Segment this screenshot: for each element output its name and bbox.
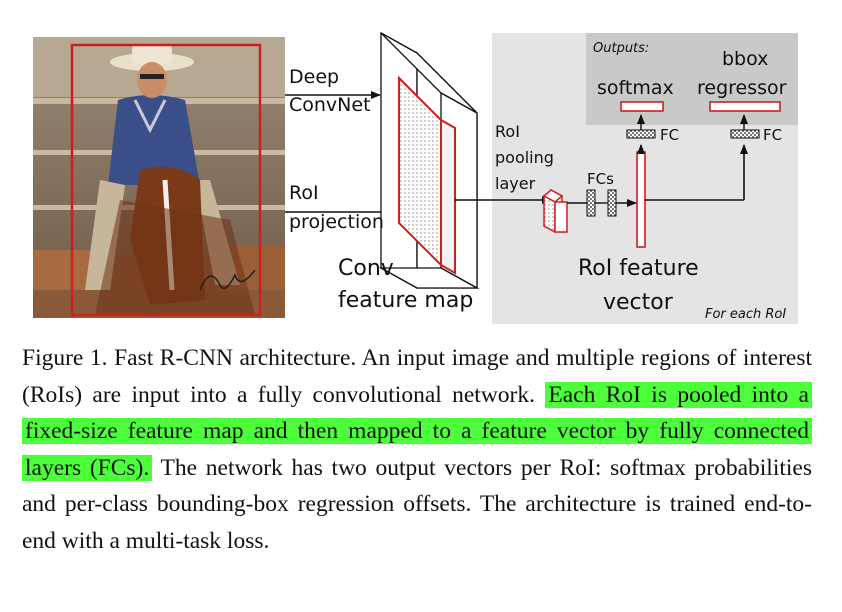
roi-feature-vector-line1: RoI feature	[578, 256, 699, 281]
deep-label-line2: ConvNet	[289, 94, 371, 116]
architecture-diagram: Deep ConvNet RoI projection Conv feature…	[33, 31, 798, 324]
conv-map-label-line2: feature map	[338, 288, 473, 313]
fc-softmax-label: FC	[660, 126, 679, 144]
figure-caption: Figure 1. Fast R-CNN architecture. An in…	[22, 340, 812, 559]
fcs-label: FCs	[587, 170, 614, 188]
fc-bbox-block	[730, 129, 760, 139]
bbox-label-line1: bbox	[722, 48, 768, 70]
caption-tail: The network has two output vectors per R…	[22, 454, 812, 554]
deep-label-line1: Deep	[289, 66, 339, 88]
fc-block-1	[586, 189, 596, 217]
softmax-output-bar	[620, 101, 664, 112]
roi-feature-vector-line2: vector	[603, 290, 674, 315]
input-photo	[33, 37, 285, 318]
roi-pooling-line2: pooling	[495, 148, 554, 167]
roi-projection-line2: projection	[289, 211, 384, 233]
caption-lead: Figure 1. Fast R-CNN architecture. An in…	[22, 345, 812, 408]
architecture-figure: Deep ConvNet RoI projection Conv feature…	[33, 31, 798, 324]
roi-pooling-line1: RoI	[495, 122, 520, 141]
roi-pooling-line3: layer	[495, 174, 536, 193]
conv-feature-map	[378, 31, 480, 290]
fc-bbox-label: FC	[763, 126, 782, 144]
for-each-roi-label: For each RoI	[705, 307, 786, 322]
bbox-output-bar	[709, 101, 781, 112]
roi-pooling-block	[542, 188, 568, 234]
bbox-label-line2: regressor	[697, 77, 787, 99]
roi-projection-line1: RoI	[289, 182, 319, 204]
outputs-label: Outputs:	[593, 41, 649, 56]
photo-roi-box	[70, 43, 262, 317]
fc-softmax-block	[626, 129, 656, 139]
roi-feature-vector	[636, 151, 646, 248]
softmax-label: softmax	[597, 77, 674, 99]
fc-block-2	[607, 189, 617, 217]
conv-map-label-line1: Conv	[338, 256, 394, 281]
